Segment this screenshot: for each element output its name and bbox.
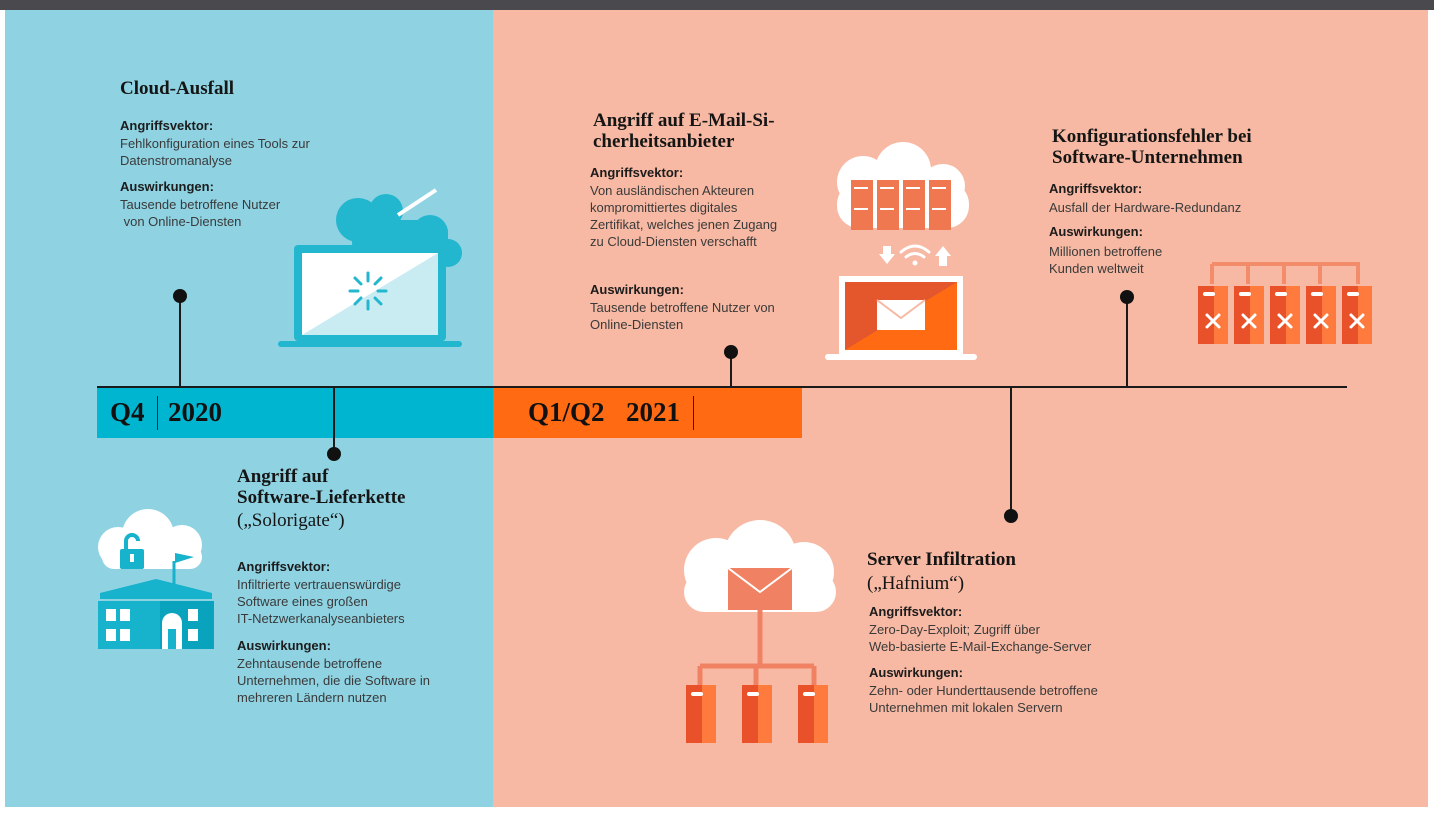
event-cloud-impact-label: Auswirkungen: — [120, 179, 214, 194]
cloud-mail-server-network-icon — [684, 520, 836, 743]
text-line: zu Cloud-Diensten verschafft — [590, 234, 757, 249]
text-line: Online-Diensten — [590, 317, 684, 332]
text-line: Von ausländischen Akteuren — [590, 183, 755, 198]
period-q1-year: 2021 — [626, 397, 680, 427]
event-supply-vector-text: Infiltrierte vertrauenswürdige Software … — [237, 576, 405, 627]
title-line: cherheitsanbieter — [593, 131, 735, 152]
event-server-impact-text: Zehn- oder Hunderttausende betroffene Un… — [869, 682, 1098, 716]
event-email-impact-text: Tausende betroffene Nutzer von Online-Di… — [590, 299, 775, 333]
event-config-vector-label: Angriffsvektor: — [1049, 181, 1143, 196]
text-line: Unternehmen mit lokalen Servern — [869, 700, 1063, 715]
text-line: Zehntausende betroffene — [237, 656, 383, 671]
period-q1-separator — [693, 396, 694, 430]
period-q4-quarter: Q4 — [110, 397, 145, 427]
event-cloud-vector-text: Fehlkonfiguration eines Tools zur Datens… — [120, 135, 310, 169]
text-line: Millionen betroffene — [1049, 244, 1163, 259]
period-q4-year: 2020 — [168, 397, 222, 427]
cloud-servers-laptop-mail-icon — [825, 142, 977, 360]
period-q1-quarter: Q1/Q2 — [528, 397, 605, 427]
text-line: Kunden weltweit — [1049, 261, 1144, 276]
marker-config — [1120, 290, 1134, 304]
event-config-impact-label: Auswirkungen: — [1049, 224, 1143, 239]
period-band-q1 — [493, 388, 802, 438]
period-q4-separator — [157, 396, 158, 430]
title-line: Angriff auf — [237, 466, 329, 487]
text-line: Ausfall der Hardware-Redundanz — [1049, 200, 1242, 215]
laptop-cloud-loading-icon — [278, 188, 462, 347]
text-line: Zero-Day-Exploit; Zugriff über — [869, 622, 1040, 637]
stem-config — [1126, 297, 1128, 387]
event-cloud-impact-text: Tausende betroffene Nutzer von Online-Di… — [120, 196, 280, 230]
cloud-lock-building-icon — [98, 509, 214, 649]
text-line: Tausende betroffene Nutzer von — [590, 300, 775, 315]
event-email-vector-label: Angriffsvektor: — [590, 165, 684, 180]
event-config-title: Konfigurationsfehler bei Software-Untern… — [1052, 126, 1252, 168]
event-server-vector-label: Angriffsvektor: — [869, 604, 963, 619]
marker-server — [1004, 509, 1018, 523]
timeline-axis — [97, 386, 1347, 388]
event-cloud-title: Cloud-Ausfall — [120, 78, 235, 99]
event-server-title: Server Infiltration — [867, 549, 1016, 570]
text-line: Zehn- oder Hunderttausende betroffene — [869, 683, 1098, 698]
period-band-q4 — [97, 388, 493, 438]
marker-supply — [327, 447, 341, 461]
event-supply-impact-label: Auswirkungen: — [237, 638, 331, 653]
text-line: kompromittiertes digitales — [590, 200, 738, 215]
title-line: Angriff auf E-Mail-Si- — [593, 110, 775, 131]
stem-email — [730, 352, 732, 387]
text-line: Fehlkonfiguration eines Tools zur — [120, 136, 310, 151]
event-email-vector-text: Von ausländischen Akteuren kompromittier… — [590, 182, 777, 250]
failed-servers-icon — [1198, 262, 1372, 344]
event-supply-impact-text: Zehntausende betroffene Unternehmen, die… — [237, 655, 430, 706]
event-email-impact-label: Auswirkungen: — [590, 282, 684, 297]
text-line: IT-Netzwerkanalyseanbieters — [237, 611, 405, 626]
event-supply-title: Angriff auf Software-Lieferkette — [237, 466, 405, 508]
text-line: Datenstromanalyse — [120, 153, 232, 168]
text-line: Zertifikat, welches jenen Zugang — [590, 217, 778, 232]
event-supply-subtitle: („Solorigate“) — [237, 510, 345, 531]
stem-server — [1010, 387, 1012, 515]
event-supply-vector-label: Angriffsvektor: — [237, 559, 331, 574]
event-cloud-vector-label: Angriffsvektor: — [120, 118, 214, 133]
text-line: mehreren Ländern nutzen — [237, 690, 387, 705]
event-server-impact-label: Auswirkungen: — [869, 665, 963, 680]
text-line: Web-basierte E-Mail-Exchange-Server — [869, 639, 1092, 654]
event-server-vector-text: Zero-Day-Exploit; Zugriff über Web-basie… — [869, 621, 1091, 655]
text-line: von Online-Diensten — [120, 214, 242, 229]
marker-email — [724, 345, 738, 359]
title-line: Software-Lieferkette — [237, 487, 406, 508]
text-line: Software eines großen — [237, 594, 368, 609]
marker-cloud — [173, 289, 187, 303]
stem-supply — [333, 387, 335, 453]
text-line: Infiltrierte vertrauenswürdige — [237, 577, 402, 592]
top-bar — [0, 0, 1434, 10]
title-line: Konfigurationsfehler bei — [1052, 126, 1252, 147]
event-config-vector-text: Ausfall der Hardware-Redundanz — [1049, 199, 1241, 216]
text-line: Tausende betroffene Nutzer — [120, 197, 281, 212]
text-line: Unternehmen, die die Software in — [237, 673, 430, 688]
event-server-subtitle: („Hafnium“) — [867, 573, 965, 594]
event-config-impact-text: Millionen betroffene Kunden weltweit — [1049, 243, 1162, 277]
title-line: Software-Unternehmen — [1052, 147, 1243, 168]
event-email-title: Angriff auf E-Mail-Si- cherheitsanbieter — [593, 110, 775, 152]
stem-cloud — [179, 296, 181, 387]
